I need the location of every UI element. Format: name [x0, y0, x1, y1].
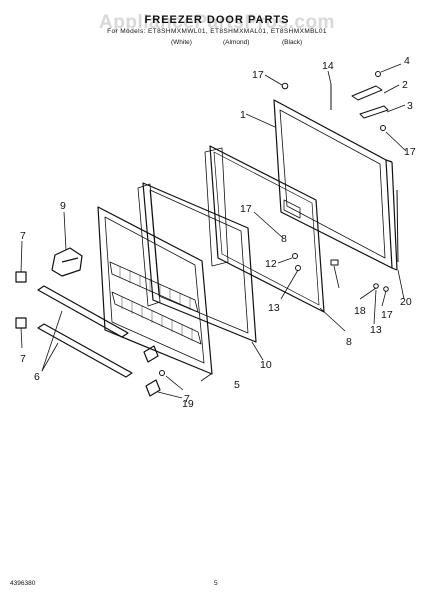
callout-20: 20 [400, 296, 412, 308]
shelf-rail-upper [37, 285, 129, 338]
callout-8a: 8 [281, 233, 287, 245]
callout-12: 12 [265, 258, 277, 270]
callout-5: 5 [234, 379, 240, 391]
liner-frame [137, 182, 257, 343]
callout-14: 14 [322, 60, 334, 72]
clip-1 [15, 271, 27, 283]
clip-2 [15, 317, 27, 329]
callout-6: 6 [34, 371, 40, 383]
callout-1: 1 [240, 109, 246, 121]
color-variants: (White) (Almond) (Black) [0, 39, 434, 49]
inner-door-liner [97, 206, 213, 375]
callout-13a: 13 [268, 302, 280, 314]
callout-8b: 8 [346, 336, 352, 348]
callout-7c: 7 [184, 393, 190, 405]
callout-7a: 7 [20, 230, 26, 242]
hinge-hardware [159, 71, 399, 376]
door-outer-panel [273, 99, 398, 271]
page-number: 5 [214, 580, 218, 587]
callout-17c: 17 [240, 203, 252, 215]
callout-4: 4 [404, 55, 410, 67]
watermark: AppliancePartsPros.com [99, 12, 335, 33]
callout-9: 9 [60, 200, 66, 212]
callout-17d: 17 [381, 309, 393, 321]
color-almond: (Almond) [223, 39, 250, 46]
callout-19: 19 [182, 398, 194, 410]
callout-17a: 17 [252, 69, 264, 81]
callout-10: 10 [260, 359, 272, 371]
doc-number: 4396380 [10, 580, 36, 587]
diagram-title: FREEZER DOOR PARTS [144, 14, 290, 26]
callout-17b: 17 [404, 146, 416, 158]
callout-3: 3 [407, 100, 413, 112]
color-white: (White) [171, 39, 192, 46]
callout-2: 2 [402, 79, 408, 91]
shelf-rail-lower [37, 323, 133, 378]
shelf-bracket [51, 247, 83, 277]
callout-labels: 1 2 3 4 5 6 7 7 7 8 8 9 10 12 13 13 14 1… [20, 55, 416, 410]
callout-13b: 13 [370, 324, 382, 336]
door-gasket [204, 145, 325, 313]
color-black: (Black) [282, 39, 303, 46]
model-list: For Models: ET8SHMXMWL01, ET8SHMXMAL01, … [107, 28, 327, 35]
clip-4 [145, 379, 161, 397]
callout-18: 18 [354, 305, 366, 317]
clip-3 [143, 345, 159, 363]
callout-7b: 7 [20, 353, 26, 365]
